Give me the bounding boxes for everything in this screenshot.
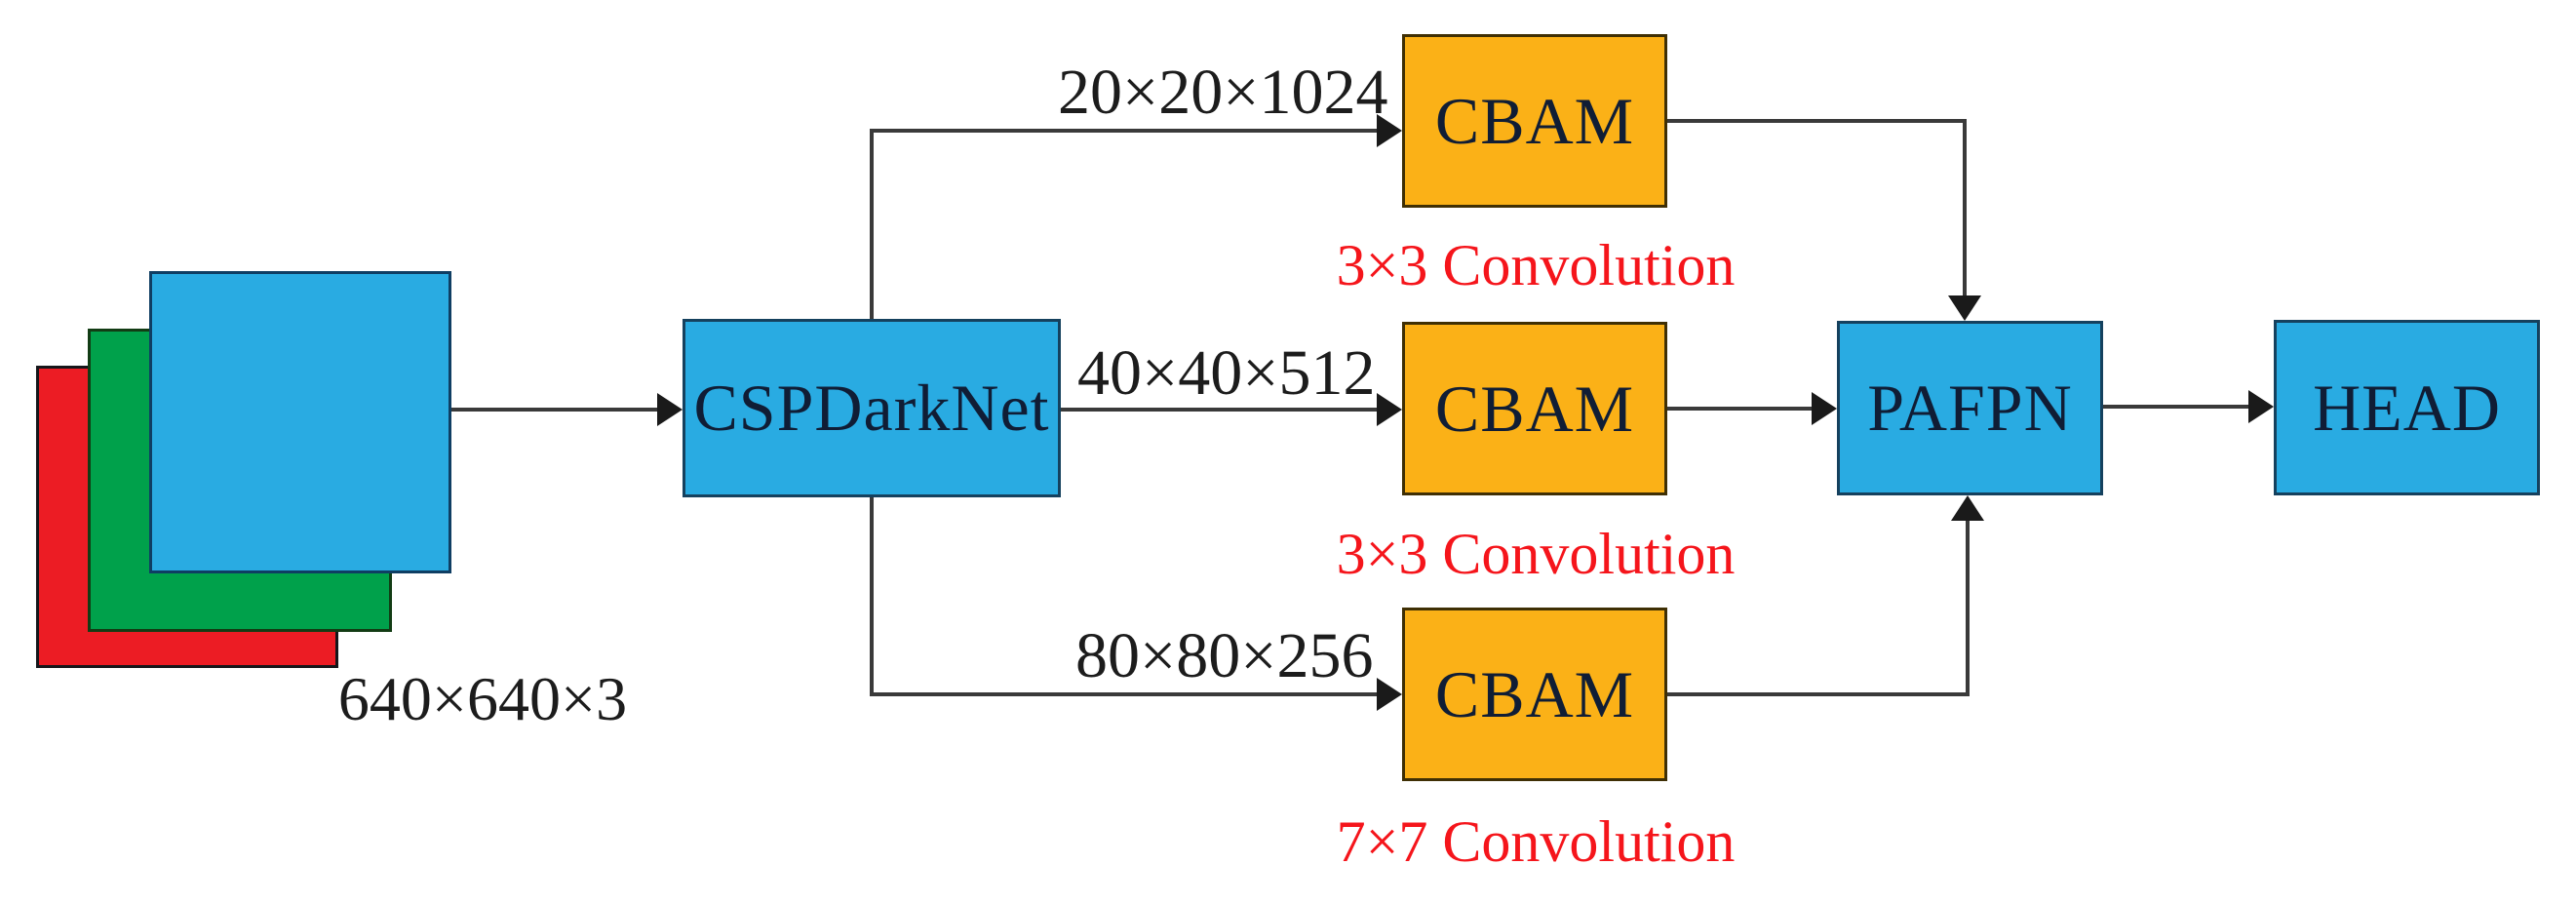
connector-cbamtop-to-pafpn-vertical [1963,119,1967,295]
node-cbam-mid-label: CBAM [1434,371,1635,446]
arrowhead-into-pafpn-left-icon [1812,392,1837,425]
arrowhead-into-pafpn-top-icon [1948,295,1981,321]
connector-cbammid-to-pafpn [1667,407,1812,411]
node-cbam-bottom-label: CBAM [1434,656,1635,731]
edge-label-mid: 40×40×512 [1077,337,1376,409]
annotation-conv-bottom: 7×7 Convolution [1336,809,1736,874]
node-cbam-mid: CBAM [1402,322,1667,495]
node-cspdarknet-label: CSPDarkNet [693,371,1050,445]
arrowhead-into-pafpn-bottom-icon [1951,495,1984,521]
arrowhead-into-cbam-mid-icon [1377,393,1402,426]
node-pafpn: PAFPN [1837,321,2103,495]
node-pafpn-label: PAFPN [1867,371,2073,445]
node-head: HEAD [2274,320,2540,495]
connector-mid-branch [1061,408,1377,412]
connector-pafpn-to-head [2103,405,2248,409]
input-size-label: 640×640×3 [337,664,628,733]
connector-input-to-backbone [451,408,657,412]
arrowhead-into-head-icon [2248,390,2274,423]
edge-label-top: 20×20×1024 [1058,57,1388,128]
connector-cbamtop-to-pafpn-horizontal [1667,119,1967,123]
arrowhead-into-cbam-top-icon [1377,114,1402,147]
node-cbam-top: CBAM [1402,34,1667,208]
node-cspdarknet: CSPDarkNet [683,319,1061,497]
connector-backbone-bottom-vertical [870,497,874,696]
arrowhead-into-cbam-bottom-icon [1377,678,1402,711]
arrowhead-into-backbone-icon [657,393,683,426]
connector-cbambottom-to-pafpn-vertical [1966,521,1970,696]
connector-top-branch [870,129,1377,133]
connector-bottom-branch [870,692,1377,696]
node-head-label: HEAD [2313,370,2501,445]
connector-cbambottom-to-pafpn-horizontal [1667,692,1970,696]
edge-label-bottom: 80×80×256 [1075,620,1374,691]
node-cbam-top-label: CBAM [1434,83,1635,158]
annotation-conv-mid: 3×3 Convolution [1336,522,1736,586]
annotation-conv-top: 3×3 Convolution [1336,233,1736,297]
input-channel-blue-square [149,271,451,573]
connector-backbone-top-vertical [870,131,874,319]
node-cbam-bottom: CBAM [1402,608,1667,781]
